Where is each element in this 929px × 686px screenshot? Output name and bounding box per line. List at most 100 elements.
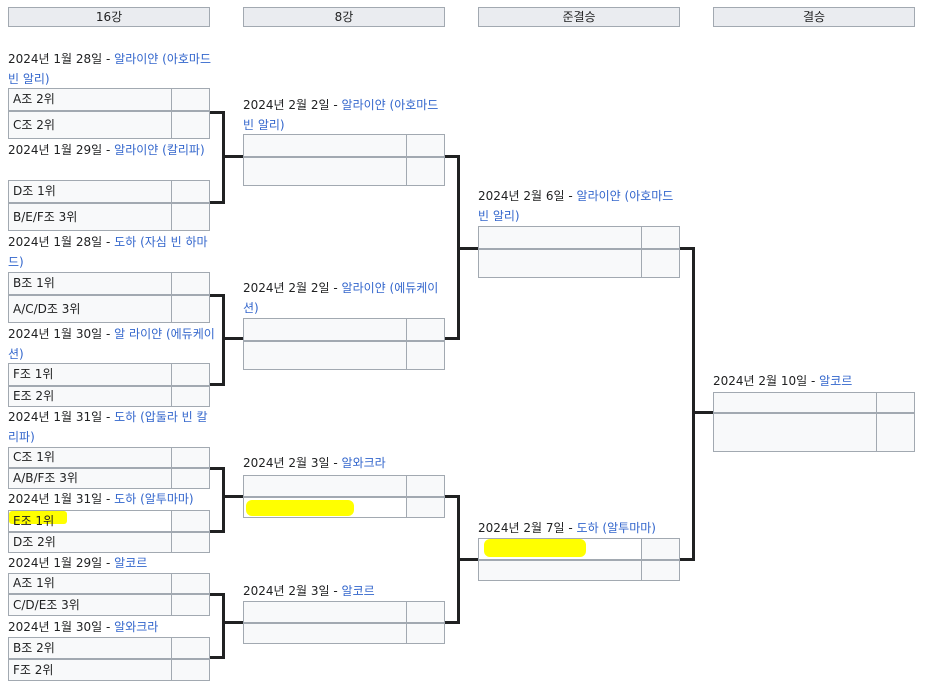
team-row: B/E/F조 3위 xyxy=(8,203,210,231)
team-name: C조 2위 xyxy=(13,118,55,132)
venue-link[interactable]: 알와크라 xyxy=(341,456,386,470)
venue-link[interactable]: 도하 (자심 빈 하마드) xyxy=(8,235,208,269)
bracket-line xyxy=(680,558,694,561)
team-row: A/C/D조 3위 xyxy=(8,295,210,323)
team-row: C조 2위 xyxy=(8,111,210,139)
bracket-line xyxy=(210,593,224,596)
venue-link[interactable]: 알와크라 xyxy=(114,620,159,634)
round-header-8: 8강 xyxy=(243,7,445,27)
team-name: A/C/D조 3위 xyxy=(13,302,81,316)
venue-link[interactable]: 알라이얀 (에듀케이션) xyxy=(243,281,439,315)
bracket-line xyxy=(445,621,459,624)
venue-link[interactable]: 알코르 xyxy=(819,374,853,388)
match-info: 2024년 1월 31일 - 도하 (알투마마) xyxy=(8,492,194,506)
venue-link[interactable]: 알라이얀 (아호마드 빈 알리) xyxy=(243,98,439,132)
score-cell xyxy=(876,392,915,413)
match-info: 2024년 1월 30일 - 알 라이얀 (에듀케이션) xyxy=(8,327,215,361)
bracket-line xyxy=(222,155,243,158)
team-row xyxy=(243,623,445,644)
team-name: F조 2위 xyxy=(13,663,54,677)
venue-link[interactable]: 알 라이얀 (에듀케이션) xyxy=(8,327,215,361)
match-info: 2024년 1월 31일 - 도하 (압둘라 빈 칼리파) xyxy=(8,410,208,444)
team-row xyxy=(243,497,445,518)
venue-link[interactable]: 도하 (압둘라 빈 칼리파) xyxy=(8,410,208,444)
score-cell xyxy=(171,532,210,553)
bracket-line xyxy=(222,593,225,659)
team-row xyxy=(243,157,445,186)
score-cell xyxy=(406,601,445,623)
venue-link[interactable]: 알라이얀 (아호마드 빈 알리) xyxy=(8,52,211,86)
team-row: E조 1위 xyxy=(8,510,210,532)
team-name: E조 2위 xyxy=(13,389,55,403)
score-cell xyxy=(171,573,210,594)
score-cell xyxy=(641,560,680,581)
bracket-line xyxy=(222,294,225,386)
team-row xyxy=(478,226,680,249)
match-date: 2024년 1월 28일 xyxy=(8,52,103,66)
score-cell xyxy=(171,111,210,139)
match-date: 2024년 2월 3일 xyxy=(243,584,330,598)
round-header-final: 결승 xyxy=(713,7,915,27)
team-row: F조 1위 xyxy=(8,363,210,386)
team-row: A/B/F조 3위 xyxy=(8,468,210,489)
score-cell xyxy=(171,659,210,681)
score-cell xyxy=(641,226,680,249)
highlight-mark xyxy=(484,539,586,557)
match-date: 2024년 2월 2일 xyxy=(243,98,330,112)
match-info: 2024년 2월 6일 - 알라이얀 (아호마드 빈 알리) xyxy=(478,189,674,223)
team-name: A/B/F조 3위 xyxy=(13,471,78,485)
venue-link[interactable]: 알코르 xyxy=(341,584,375,598)
bracket-line xyxy=(222,467,225,533)
venue-link[interactable]: 알라이얀 (칼리파) xyxy=(114,143,205,157)
match-date: 2024년 2월 6일 xyxy=(478,189,565,203)
round-header-16: 16강 xyxy=(8,7,210,27)
match-info: 2024년 2월 2일 - 알라이얀 (에듀케이션) xyxy=(243,281,439,315)
score-cell xyxy=(406,134,445,157)
bracket-line xyxy=(210,111,224,114)
team-name: D조 1위 xyxy=(13,184,56,198)
score-cell xyxy=(171,180,210,203)
venue-link[interactable]: 도하 (알투마마) xyxy=(114,492,194,506)
match-info: 2024년 2월 2일 - 알라이얀 (아호마드 빈 알리) xyxy=(243,98,439,132)
match-info: 2024년 2월 7일 - 도하 (알투마마) xyxy=(478,521,656,535)
bracket-line xyxy=(692,247,695,561)
bracket-line xyxy=(692,411,713,414)
bracket-line xyxy=(210,294,224,297)
team-row: A조 2위 xyxy=(8,88,210,111)
match-info: 2024년 2월 3일 - 알코르 xyxy=(243,584,375,598)
highlight-mark xyxy=(9,511,67,524)
bracket-line xyxy=(210,656,224,659)
match-date: 2024년 1월 30일 xyxy=(8,327,103,341)
match-date: 2024년 2월 2일 xyxy=(243,281,330,295)
bracket-line xyxy=(680,247,694,250)
team-row: C조 1위 xyxy=(8,447,210,468)
score-cell xyxy=(171,594,210,616)
venue-link[interactable]: 알라이얀 (아호마드 빈 알리) xyxy=(478,189,674,223)
venue-link[interactable]: 도하 (알투마마) xyxy=(576,521,656,535)
match-info: 2024년 1월 29일 - 알코르 xyxy=(8,556,148,570)
bracket-line xyxy=(210,201,224,204)
match-date: 2024년 1월 29일 xyxy=(8,556,103,570)
match-info: 2024년 1월 28일 - 알라이얀 (아호마드 빈 알리) xyxy=(8,52,211,86)
round-header-semi: 준결승 xyxy=(478,7,680,27)
bracket-line xyxy=(210,383,224,386)
score-cell xyxy=(171,203,210,231)
team-name: B조 2위 xyxy=(13,641,55,655)
team-row xyxy=(478,560,680,581)
team-row: E조 2위 xyxy=(8,386,210,407)
bracket-line xyxy=(222,621,243,624)
team-row xyxy=(713,413,915,452)
venue-link[interactable]: 알코르 xyxy=(114,556,148,570)
score-cell xyxy=(171,447,210,468)
score-cell xyxy=(641,538,680,560)
team-name: C/D/E조 3위 xyxy=(13,598,80,612)
score-cell xyxy=(406,318,445,341)
team-row xyxy=(713,392,915,413)
team-name: A조 1위 xyxy=(13,576,55,590)
team-row: D조 2위 xyxy=(8,532,210,553)
score-cell xyxy=(171,272,210,295)
match-date: 2024년 1월 28일 xyxy=(8,235,103,249)
match-date: 2024년 2월 10일 xyxy=(713,374,808,388)
score-cell xyxy=(876,413,915,452)
team-row xyxy=(243,318,445,341)
